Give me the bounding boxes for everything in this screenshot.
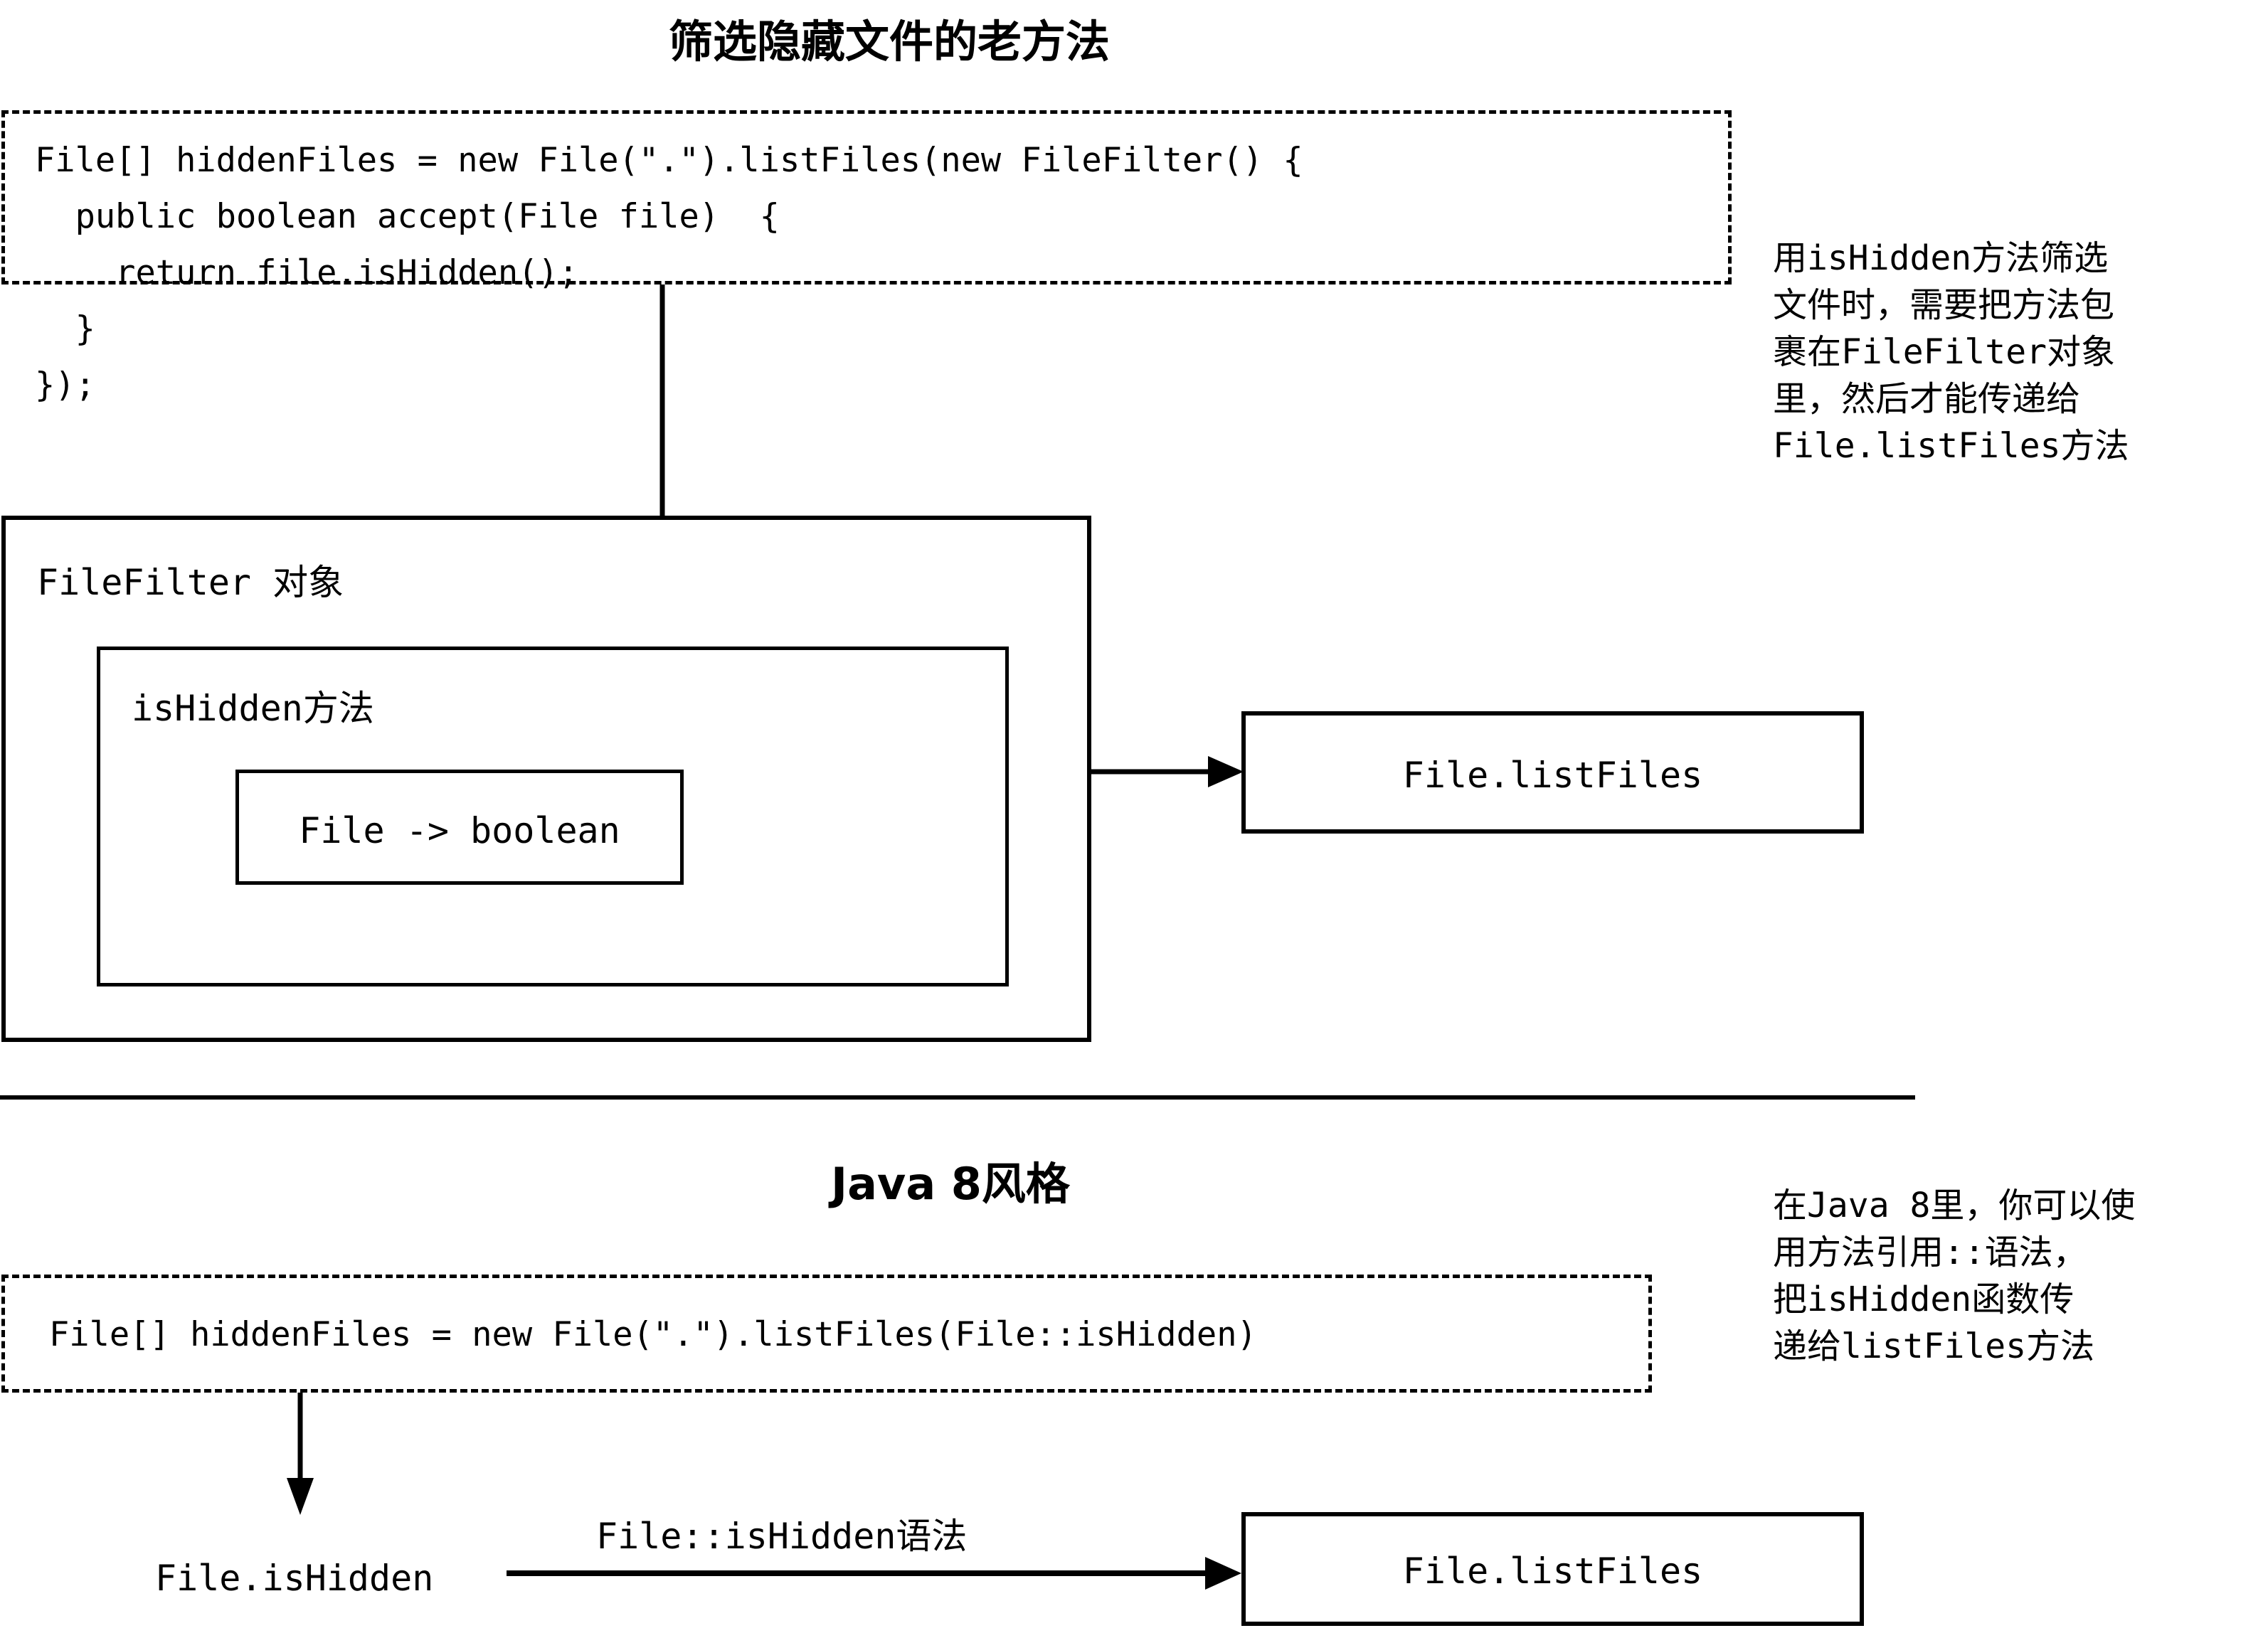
- file-to-boolean-label: File -> boolean: [299, 810, 620, 851]
- listfiles-box-top: File.listFiles: [1241, 711, 1864, 834]
- ishidden-method-label: isHidden方法: [132, 688, 374, 729]
- old-style-code-block: File[] hiddenFiles = new File(".").listF…: [1, 110, 1732, 405]
- listfiles-box-bottom: File.listFiles: [1241, 1512, 1864, 1626]
- method-reference-edge-label: File::isHidden语法: [596, 1516, 968, 1557]
- filefilter-object-label: FileFilter 对象: [37, 562, 344, 603]
- bottom-section-title: Java 8风格: [831, 1158, 1070, 1210]
- top-annotation-text: 用isHidden方法筛选 文件时，需要把方法包 裹在FileFilter对象 …: [1773, 238, 2129, 466]
- file-to-boolean-box: File -> boolean: [235, 770, 684, 885]
- old-style-code-text: File[] hiddenFiles = new File(".").listF…: [35, 141, 1303, 405]
- ishidden-method-box: isHidden方法 File -> boolean: [97, 647, 1009, 986]
- listfiles-label-bottom: File.listFiles: [1402, 1550, 1703, 1592]
- arrow-ishidden-to-listfiles: [507, 1557, 1241, 1590]
- listfiles-label-top: File.listFiles: [1402, 755, 1703, 796]
- java8-style-code-text: File[] hiddenFiles = new File(".").listF…: [49, 1315, 1257, 1354]
- filefilter-object-box: FileFilter 对象 isHidden方法 File -> boolean: [1, 516, 1091, 1042]
- arrow-code-to-isHidden-node: [287, 1393, 314, 1515]
- file-ishidden-node: File.isHidden: [155, 1558, 434, 1599]
- arrow-filefilter-to-listfiles: [1088, 756, 1244, 787]
- java8-style-code-block: File[] hiddenFiles = new File(".").listF…: [1, 1275, 1652, 1393]
- top-section-title: 筛选隐藏文件的老方法: [669, 16, 1111, 68]
- section-divider: [0, 1095, 1915, 1100]
- bottom-annotation-text: 在Java 8里，你可以使 用方法引用::语法， 把isHidden函数传 递给…: [1773, 1186, 2136, 1366]
